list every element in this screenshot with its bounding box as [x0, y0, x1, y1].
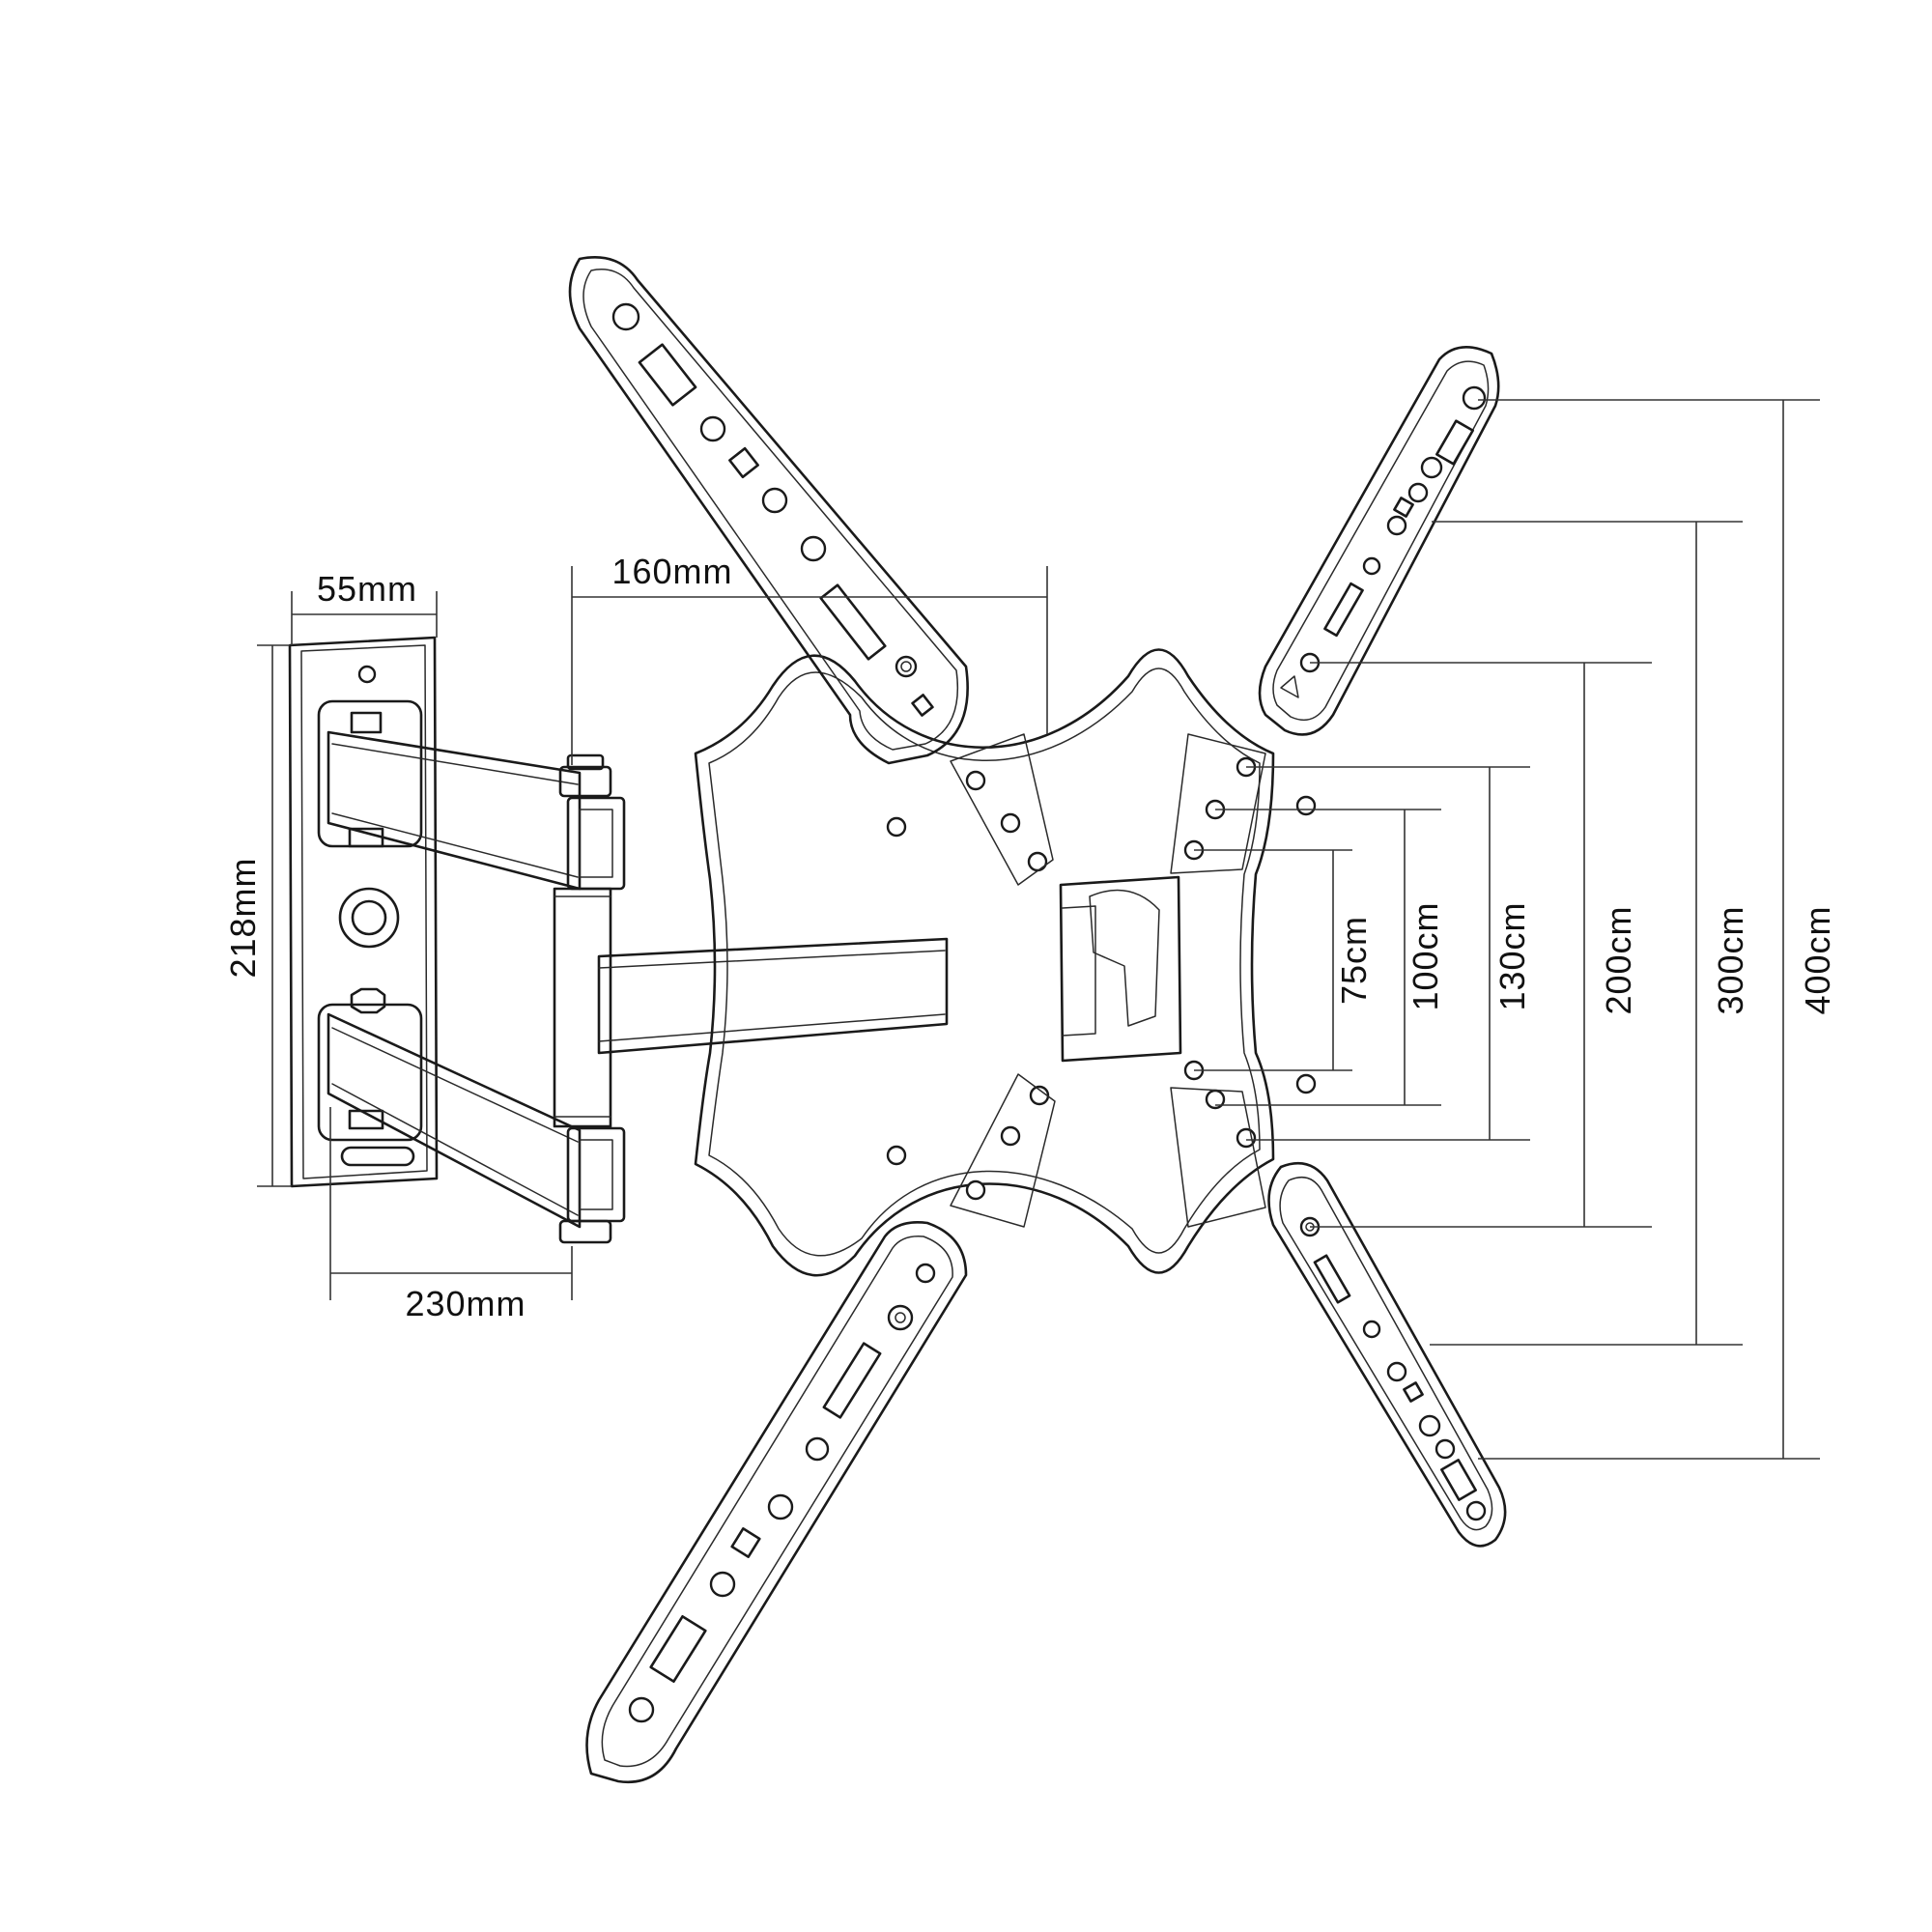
- lower-nut: [558, 1219, 612, 1244]
- label-130cm: 130cm: [1492, 901, 1532, 1010]
- dimension-labels: 55mm 160mm 218mm 230mm 75cm 100cm 130cm …: [223, 552, 1837, 1323]
- label-300cm: 300cm: [1711, 905, 1750, 1014]
- label-200cm: 200cm: [1599, 905, 1638, 1014]
- label-400cm: 400cm: [1798, 905, 1837, 1014]
- center-bracket: [694, 648, 1317, 1277]
- tv-arm-top-right: [1258, 346, 1500, 736]
- plate-center-hole: [338, 887, 400, 949]
- label-100cm: 100cm: [1406, 901, 1445, 1010]
- label-75cm: 75cm: [1334, 916, 1374, 1005]
- tv-arm-bottom-left: [585, 1221, 968, 1784]
- plate-bottom-slot: [340, 1146, 415, 1167]
- center-window: [1059, 875, 1182, 1063]
- upper-nut: [558, 765, 612, 798]
- label-218mm: 218mm: [223, 857, 263, 978]
- lower-arm: [327, 1012, 626, 1244]
- label-55mm: 55mm: [317, 569, 417, 609]
- tv-arm-top-left: [568, 256, 969, 765]
- dimension-lines: [257, 399, 1820, 1460]
- horizontal-arm: [597, 937, 949, 1055]
- upper-arm: [327, 730, 626, 891]
- lower-arm-clamp: [566, 1126, 626, 1223]
- plate-top-hole: [357, 665, 377, 684]
- pivot-post: [553, 887, 949, 1128]
- tv-arm-bottom-right: [1267, 1162, 1507, 1548]
- upper-arm-clamp: [566, 796, 626, 891]
- label-230mm: 230mm: [405, 1284, 526, 1323]
- label-160mm: 160mm: [611, 552, 732, 591]
- wall-plate: [288, 636, 439, 1188]
